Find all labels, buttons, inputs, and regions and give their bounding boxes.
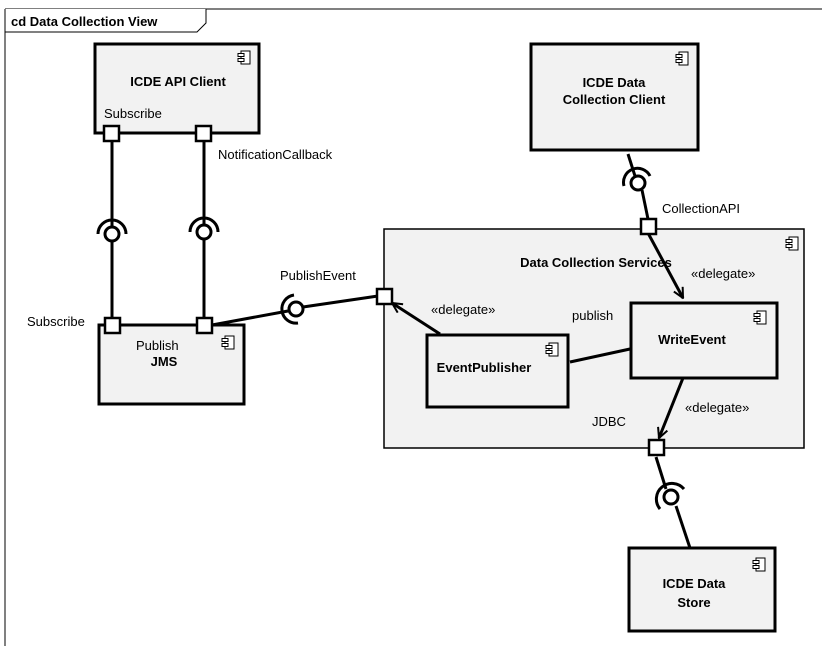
delegate-arrow-writeevent xyxy=(646,232,685,298)
lollipop-icon xyxy=(195,223,213,241)
socket-icon xyxy=(654,481,686,510)
jms-title: JMS xyxy=(151,354,178,369)
label-delegate-left: «delegate» xyxy=(431,302,495,317)
diagram-frame: cd Data Collection View xyxy=(4,8,822,646)
connector-publish-internal xyxy=(569,347,631,364)
label-subscribe-top: Subscribe xyxy=(104,106,162,121)
label-publish-jms: Publish xyxy=(136,338,179,353)
port-subscribe-api[interactable] xyxy=(102,124,121,143)
collection-client-title-line1: ICDE Data xyxy=(583,75,647,90)
component-icde-data-collection-client[interactable]: ICDE Data Collection Client xyxy=(529,42,700,152)
port-publish-jms[interactable] xyxy=(195,316,214,335)
socket-icon xyxy=(188,216,220,233)
label-publish-inner: publish xyxy=(572,308,613,323)
label-delegate-bottom: «delegate» xyxy=(685,400,749,415)
port-publish-event[interactable] xyxy=(375,287,394,306)
connector-jdbc-socket xyxy=(674,505,692,549)
label-jdbc: JDBC xyxy=(592,414,626,429)
connector-publish-socket xyxy=(211,309,289,327)
label-notification-callback: NotificationCallback xyxy=(218,147,333,162)
connector-publish-lollipop xyxy=(302,294,379,309)
interface-symbols xyxy=(96,166,686,510)
label-publish-event: PublishEvent xyxy=(280,268,356,283)
ports xyxy=(102,124,666,457)
port-notification-callback[interactable] xyxy=(194,124,213,143)
write-event-title: WriteEvent xyxy=(658,332,726,347)
labels: Subscribe NotificationCallback Collectio… xyxy=(27,106,755,429)
data-store-title-line1: ICDE Data xyxy=(663,576,727,591)
component-write-event[interactable]: WriteEvent xyxy=(629,301,779,380)
label-subscribe-left: Subscribe xyxy=(27,314,85,329)
collection-client-title-line2: Collection Client xyxy=(563,92,666,107)
lollipop-icon xyxy=(662,488,680,506)
component-icde-data-store[interactable]: ICDE Data Store xyxy=(627,546,777,633)
connector-collection-lollipop xyxy=(640,189,650,220)
data-store-title-line2: Store xyxy=(677,595,710,610)
lollipop-icon xyxy=(103,225,121,243)
label-delegate-right: «delegate» xyxy=(691,266,755,281)
component-event-publisher[interactable]: EventPublisher xyxy=(425,333,570,409)
component-icde-api-client[interactable]: ICDE API Client xyxy=(93,42,261,135)
delegate-arrows xyxy=(392,232,685,438)
api-client-title: ICDE API Client xyxy=(130,74,226,89)
delegate-arrow-publishevent xyxy=(392,301,441,336)
delegate-arrow-jdbc xyxy=(659,377,685,438)
socket-icon xyxy=(622,166,652,187)
socket-icon xyxy=(280,293,299,325)
component-jms[interactable]: JMS xyxy=(97,323,246,406)
frame-title: cd Data Collection View xyxy=(11,14,158,29)
connectors xyxy=(110,140,692,549)
lollipop-icon xyxy=(287,300,305,318)
event-publisher-title: EventPublisher xyxy=(437,360,532,375)
connector-collection-socket xyxy=(626,153,637,177)
port-jdbc[interactable] xyxy=(647,438,666,457)
socket-icon xyxy=(96,218,128,235)
port-collection-api[interactable] xyxy=(639,217,658,236)
port-subscribe-jms[interactable] xyxy=(103,316,122,335)
lollipop-icon xyxy=(629,174,647,192)
label-collection-api: CollectionAPI xyxy=(662,201,740,216)
services-title: Data Collection Services xyxy=(520,255,672,270)
